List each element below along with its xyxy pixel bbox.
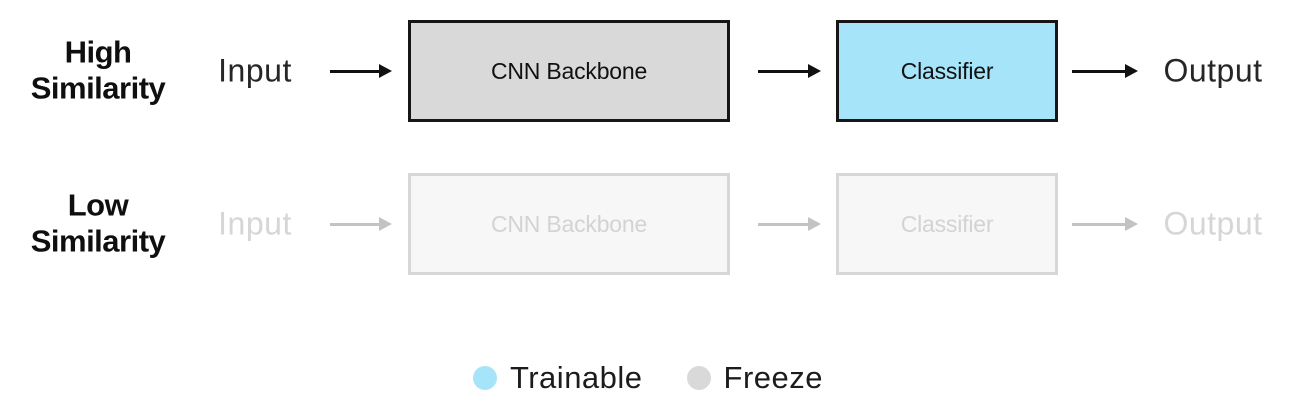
right-arrow-icon [758,216,821,232]
output-label: Output [1163,205,1263,242]
row-label-high-similarity: High Similarity [8,35,188,108]
similarity-row-low: Low Similarity Input CNN Backbone Classi… [0,153,1296,295]
right-arrow-icon [330,216,392,232]
trainable-dot-icon [472,366,497,390]
row-label-line1: Low [67,187,129,223]
row-label-line2: Similarity [30,224,166,259]
legend-label: Trainable [509,360,643,395]
output-label: Output [1163,52,1263,89]
row-label-low-similarity: Low Similarity [8,188,188,261]
classifier-box: Classifier [836,173,1058,275]
input-label: Input [218,205,292,242]
row-label-line1: High [64,34,132,70]
cnn-backbone-box: CNN Backbone [408,173,730,275]
right-arrow-icon [330,63,392,79]
row-label-line2: Similarity [30,71,166,106]
legend-item-freeze: Freeze [686,360,824,396]
right-arrow-icon [1072,63,1138,79]
classifier-box: Classifier [836,20,1058,122]
right-arrow-icon [1072,216,1138,232]
legend-item-trainable: Trainable [472,360,643,396]
similarity-row-high: High Similarity Input CNN Backbone Class… [0,0,1296,142]
freeze-dot-icon [686,366,711,390]
legend-label: Freeze [723,360,824,395]
right-arrow-icon [758,63,821,79]
legend: Trainable Freeze [0,360,1296,396]
cnn-backbone-box: CNN Backbone [408,20,730,122]
input-label: Input [218,52,292,89]
